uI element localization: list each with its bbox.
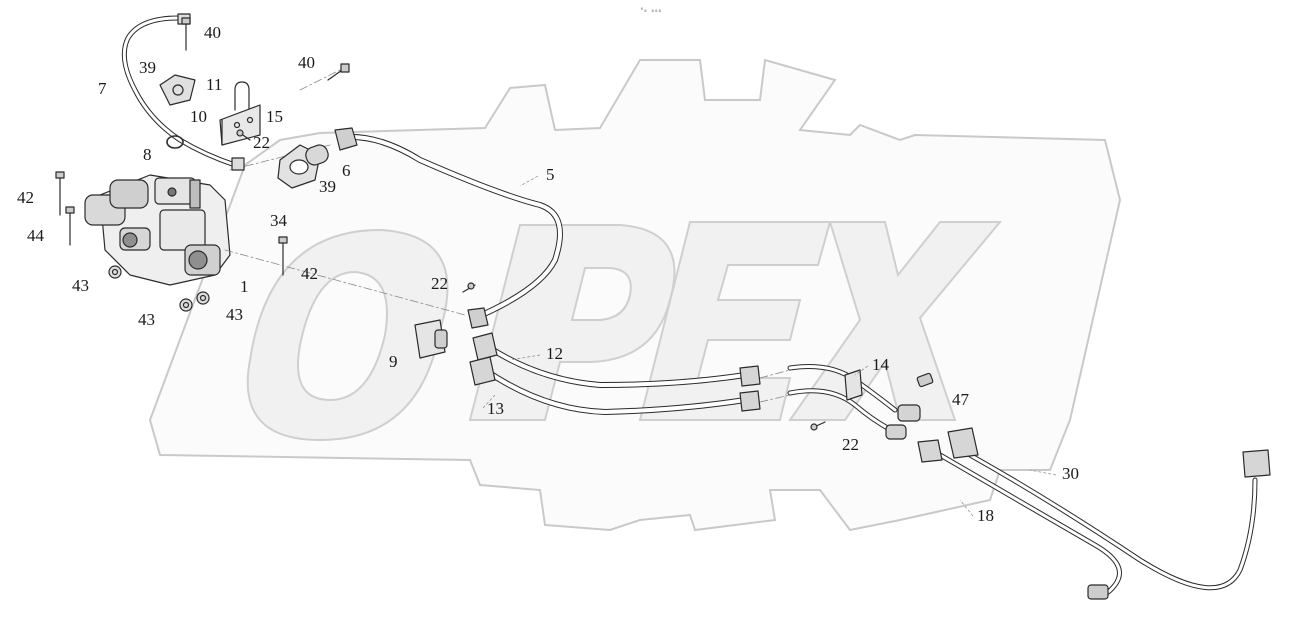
- bracket-15: [219, 104, 261, 146]
- bolt-22-b: [462, 282, 476, 293]
- callout-label: 43: [138, 310, 155, 329]
- plate-9: [414, 319, 448, 359]
- callout-label: 42: [301, 264, 318, 283]
- callout-label: 42: [17, 188, 34, 207]
- callout-label: 18: [977, 506, 994, 525]
- callout-label: 13: [487, 399, 504, 418]
- fitting-6: [305, 144, 329, 166]
- hose-12: [472, 332, 761, 388]
- callout-label: 40: [298, 53, 315, 72]
- drawing-code: ⁰₀ ₀₀₀: [640, 7, 662, 14]
- callout-label: 44: [27, 226, 45, 245]
- callout-label: 1: [240, 277, 249, 296]
- callout-label: 39: [319, 177, 336, 196]
- callout-label: 39: [139, 58, 156, 77]
- nut-43-b: [179, 298, 193, 312]
- leader-lines: [482, 175, 1057, 517]
- callout-label: 6: [342, 161, 351, 180]
- hose-30: [947, 427, 1271, 591]
- callout-label: 40: [204, 23, 221, 42]
- callout-label: 22: [842, 435, 859, 454]
- callout-label: 7: [98, 79, 107, 98]
- nut-43-a: [108, 265, 122, 279]
- callout-label: 34: [270, 211, 288, 230]
- hose-5: [334, 127, 563, 329]
- callout-label: 22: [431, 274, 448, 293]
- callout-label: 10: [190, 107, 207, 126]
- bolt-42-left: [55, 171, 65, 216]
- bolt-40-right: [327, 63, 350, 81]
- callout-label: 12: [546, 344, 563, 363]
- bolt-22-a: [236, 129, 251, 141]
- callout-label: 43: [226, 305, 243, 324]
- callout-label: 43: [72, 276, 89, 295]
- bolt-44-left: [65, 206, 75, 246]
- callout-label: 14: [872, 355, 890, 374]
- callout-label: 11: [206, 75, 222, 94]
- bolt-40-top: [181, 17, 191, 51]
- callout-label: 9: [389, 352, 398, 371]
- bolt-34: [278, 236, 288, 276]
- u-bolt-11: [234, 81, 250, 111]
- callout-label: 47: [952, 390, 970, 409]
- callout-label: 15: [266, 107, 283, 126]
- hose-18: [917, 439, 1122, 600]
- flange-39-top: [159, 74, 196, 106]
- callout-label: 22: [253, 133, 270, 152]
- nut-43-c: [196, 291, 210, 305]
- callout-label: 8: [143, 145, 152, 164]
- callout-label: 5: [546, 165, 555, 184]
- callout-labels: 1 5 6 7 8 9 10 11 12 13 14 15 18 22 22 2…: [17, 23, 1079, 525]
- tube-14: [787, 364, 921, 440]
- callout-label: 30: [1062, 464, 1079, 483]
- plug-47: [916, 372, 934, 388]
- hose-13: [469, 356, 761, 415]
- o-ring-8: [166, 135, 184, 149]
- bolt-22-c: [810, 421, 826, 431]
- control-valve-block: [84, 174, 231, 286]
